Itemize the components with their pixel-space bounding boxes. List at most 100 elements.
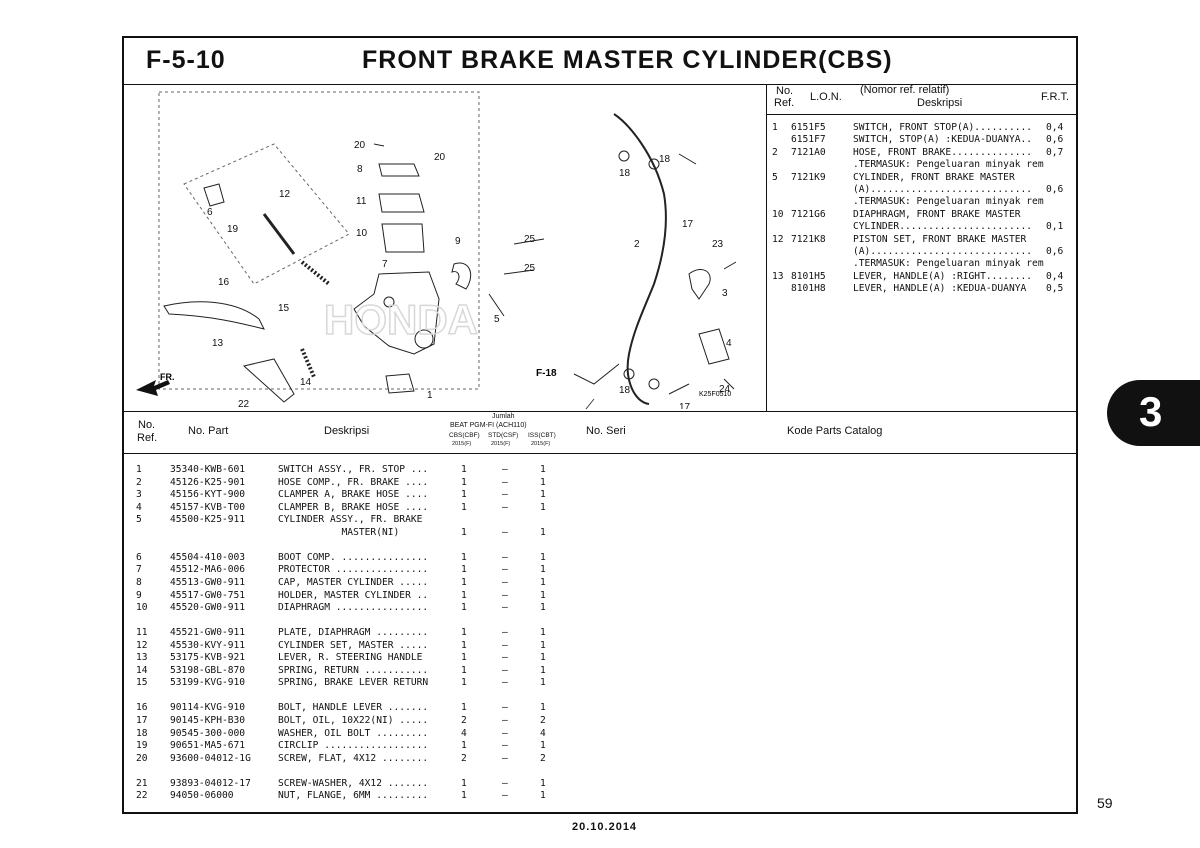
part-desc: CLAMPER B, BRAKE HOSE .... bbox=[278, 501, 429, 513]
qty-iss: 1 bbox=[540, 740, 546, 752]
parts-head-catalog: Kode Parts Catalog bbox=[787, 425, 883, 437]
lon-desc: .TERMASUK: Pengeluaran minyak rem bbox=[853, 159, 1044, 171]
part-desc: LEVER, R. STEERING HANDLE bbox=[278, 652, 423, 664]
lon-table: No. Ref. L.O.N. (Nomor ref. relatif) Des… bbox=[766, 84, 1076, 412]
callout: 8 bbox=[357, 164, 363, 175]
part-number: 93893-04012-17 bbox=[170, 777, 251, 789]
part-ref: 2 bbox=[136, 476, 142, 488]
part-ref: 19 bbox=[136, 740, 148, 752]
qty-std: – bbox=[502, 664, 508, 676]
callout: 3 bbox=[722, 288, 728, 299]
part-desc: SPRING, BRAKE LEVER RETURN bbox=[278, 677, 429, 689]
table-row: 5 45500-K25-911 CYLINDER ASSY., FR. BRAKE bbox=[124, 514, 1076, 527]
lon-desc: SWITCH, FRONT STOP(A).......... bbox=[853, 122, 1033, 133]
qty-iss: 1 bbox=[540, 501, 546, 513]
part-desc: WASHER, OIL BOLT ......... bbox=[278, 727, 429, 739]
part-ref: 13 bbox=[136, 652, 148, 664]
qty-iss: 1 bbox=[540, 464, 546, 475]
qty-iss: 1 bbox=[540, 564, 546, 576]
qty-std: – bbox=[502, 589, 508, 601]
qty-std: – bbox=[502, 740, 508, 752]
qty-cbs: 1 bbox=[461, 790, 467, 802]
lon-code: 7121A0 bbox=[791, 146, 826, 158]
lon-code: 8101H5 bbox=[791, 270, 826, 282]
lon-head-ref: Ref. bbox=[774, 97, 795, 109]
qty-iss: 1 bbox=[540, 677, 546, 689]
callout: 11 bbox=[356, 196, 367, 207]
callout: 7 bbox=[382, 259, 388, 270]
part-number: 90145-KPH-B30 bbox=[170, 715, 246, 726]
page-frame: F-5-10 FRONT BRAKE MASTER CYLINDER(CBS) bbox=[122, 36, 1078, 814]
qty-cbs: 1 bbox=[461, 589, 467, 601]
part-number: 35340-KWB-601 bbox=[170, 464, 246, 475]
part-number: 45500-K25-911 bbox=[170, 514, 246, 526]
part-desc: CLAMPER A, BRAKE HOSE .... bbox=[278, 489, 429, 501]
lon-head-deskripsi: Deskripsi bbox=[917, 97, 963, 109]
callout: 18 bbox=[659, 154, 671, 165]
honda-watermark: HONDA bbox=[324, 296, 478, 343]
lon-desc: HOSE, FRONT BRAKE.............. bbox=[853, 146, 1033, 158]
part-desc: DIAPHRAGM ................ bbox=[278, 602, 429, 614]
lon-ref: 1 bbox=[772, 122, 778, 133]
part-desc: PLATE, DIAPHRAGM ......... bbox=[278, 627, 429, 639]
qty-iss: 1 bbox=[540, 602, 546, 614]
callout: 20 bbox=[434, 152, 446, 163]
parts-head-no: No. bbox=[138, 419, 156, 431]
part-number: 53198-GBL-870 bbox=[170, 664, 246, 676]
callout: 17 bbox=[682, 219, 694, 230]
callout: 22 bbox=[238, 399, 250, 409]
part-number: 45520-GW0-911 bbox=[170, 602, 246, 614]
part-ref: 22 bbox=[136, 790, 148, 802]
part-number: 90545-300-000 bbox=[170, 727, 246, 739]
front-arrow-icon bbox=[136, 380, 170, 396]
part-ref: 10 bbox=[136, 602, 148, 614]
lon-desc: CYLINDER....................... bbox=[853, 221, 1033, 233]
part-ref: 3 bbox=[136, 489, 142, 501]
lon-row: .TERMASUK: Pengeluaran minyak rem bbox=[766, 258, 1076, 271]
callout: 4 bbox=[726, 338, 732, 349]
qty-iss: 2 bbox=[540, 715, 546, 726]
part-desc: MASTER(NI) bbox=[278, 526, 400, 538]
qty-iss: 1 bbox=[540, 576, 546, 588]
callout: 25 bbox=[524, 234, 536, 245]
parts-head-part: No. Part bbox=[188, 425, 229, 437]
qty-std: – bbox=[502, 715, 508, 726]
parts-head-ref: Ref. bbox=[137, 432, 158, 444]
qty-std: – bbox=[502, 526, 508, 538]
part-desc: CYLINDER ASSY., FR. BRAKE bbox=[278, 514, 423, 526]
qty-cbs: 1 bbox=[461, 476, 467, 488]
part-ref: 5 bbox=[136, 514, 142, 526]
qty-std: – bbox=[502, 476, 508, 488]
qty-cbs: 1 bbox=[461, 526, 467, 538]
qty-iss: 1 bbox=[540, 702, 546, 714]
part-number: 45517-GW0-751 bbox=[170, 589, 246, 601]
page-header: F-5-10 FRONT BRAKE MASTER CYLINDER(CBS) bbox=[124, 38, 1076, 85]
part-ref: 8 bbox=[136, 576, 142, 588]
part-desc: CIRCLIP .................. bbox=[278, 740, 429, 752]
qty-std: – bbox=[502, 564, 508, 576]
lon-code: 6151F7 bbox=[791, 134, 826, 146]
qty-cbs: 1 bbox=[461, 639, 467, 651]
part-ref: 6 bbox=[136, 551, 142, 563]
lon-code: 8101H8 bbox=[791, 283, 826, 295]
callout: 9 bbox=[455, 236, 461, 247]
qty-cbs: 1 bbox=[461, 664, 467, 676]
qty-cbs: 2 bbox=[461, 752, 467, 764]
callout: 12 bbox=[279, 189, 291, 200]
qty-iss: 1 bbox=[540, 627, 546, 639]
lon-ref: 13 bbox=[772, 270, 784, 282]
part-number: 53199-KVG-910 bbox=[170, 677, 246, 689]
parts-head-col3: ISS(CBT) bbox=[528, 432, 556, 439]
qty-iss: 1 bbox=[540, 526, 546, 538]
qty-iss: 4 bbox=[540, 727, 546, 739]
qty-std: – bbox=[502, 652, 508, 664]
part-ref: 15 bbox=[136, 677, 148, 689]
lon-row: .TERMASUK: Pengeluaran minyak rem bbox=[766, 159, 1076, 172]
